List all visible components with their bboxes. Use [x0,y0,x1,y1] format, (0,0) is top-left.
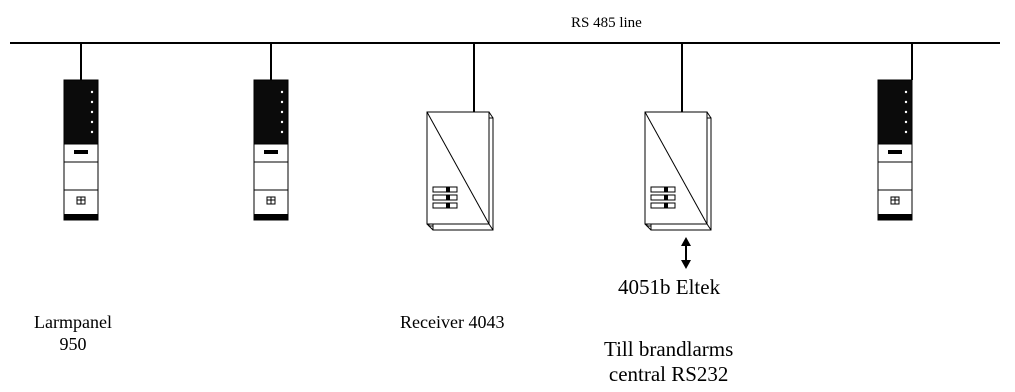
interface-box-icon [644,111,712,231]
bidirectional-arrow-icon [681,237,691,269]
alarm-panel-icon [253,79,289,221]
central-label-line1: Till brandlarms [604,337,734,361]
receiver-box-icon [426,111,494,231]
panel-label: Larmpanel 950 [34,312,112,355]
bus-label: RS 485 line [571,15,642,31]
alarm-panel-icon [63,79,99,221]
panel-label-name: Larmpanel [34,312,112,332]
central-label-line2: central RS232 [608,362,729,387]
central-label: Till brandlarms central RS232 [604,337,733,387]
alarm-panel-icon [877,79,913,221]
receiver-label: Receiver 4043 [400,312,505,332]
eltek-label: 4051b Eltek [618,275,721,299]
panel-label-model: 950 [59,333,87,354]
